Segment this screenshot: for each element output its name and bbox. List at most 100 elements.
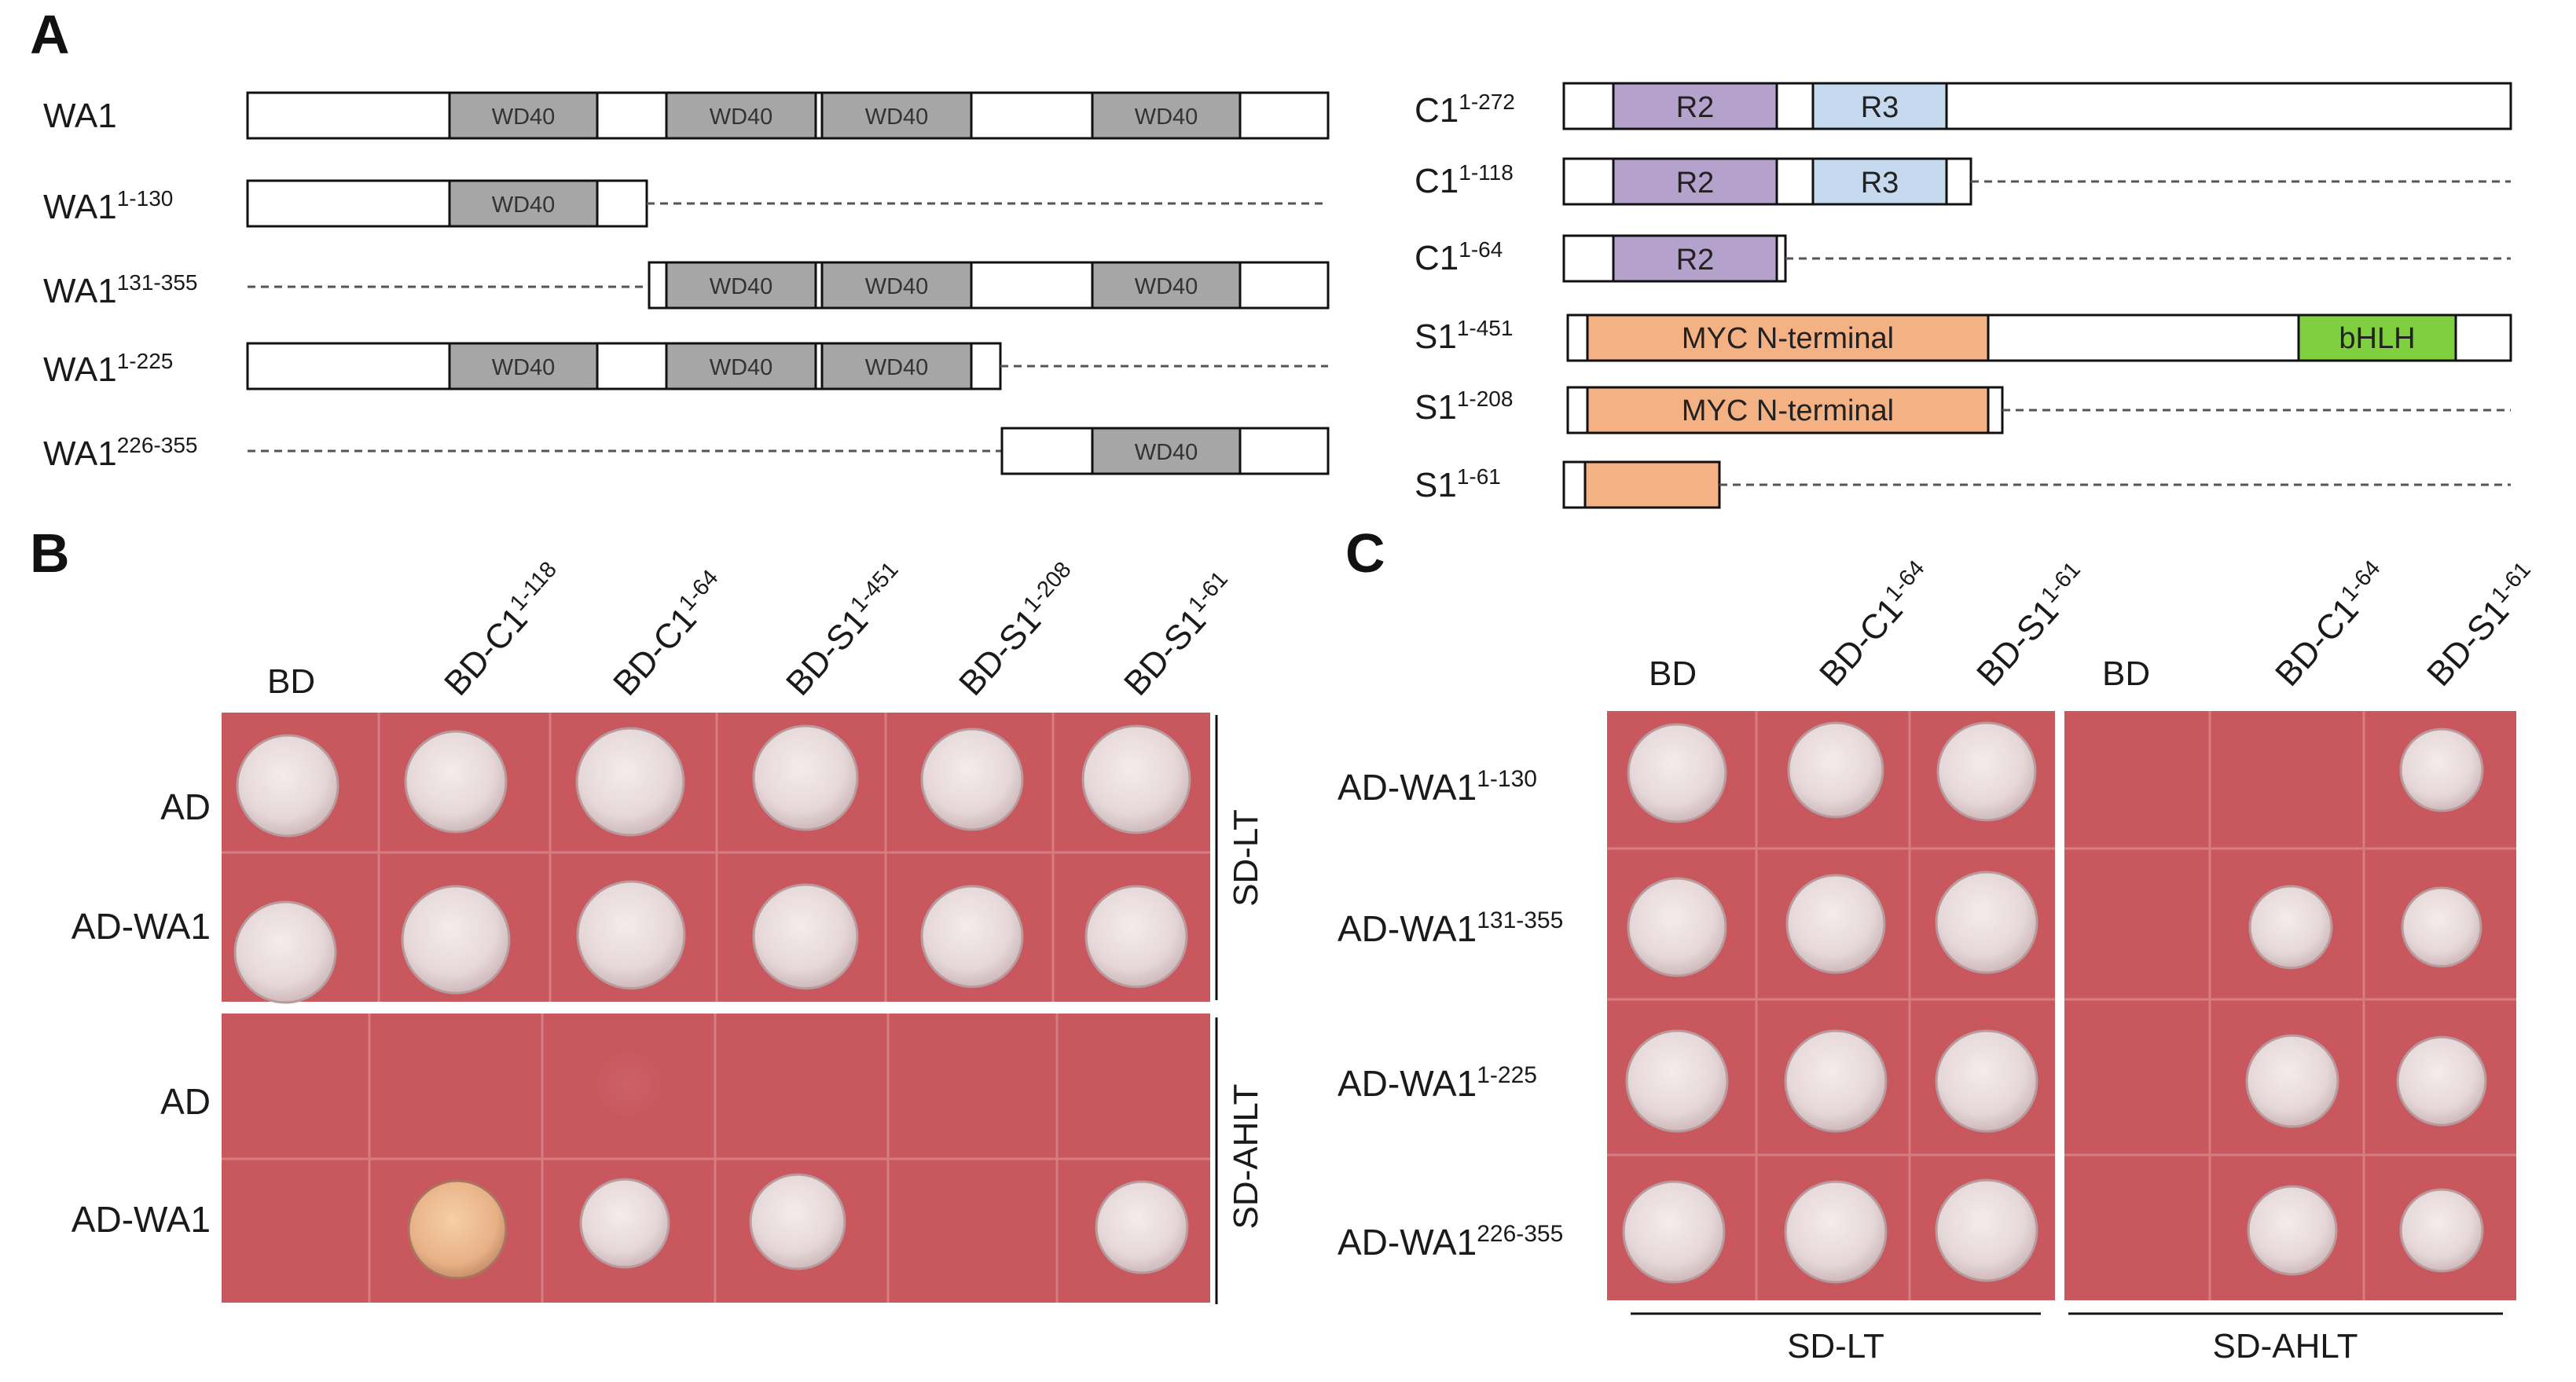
panel-b-column-bd: BD [267,662,315,701]
construct-label-wa1: WA1 [43,97,117,135]
domain-r2 [1612,234,1778,283]
svg-text:WD40: WD40 [1135,104,1198,130]
construct-label-s1-1-61: S11-61 [1415,464,1501,504]
panel-b-row-ad: AD [160,1081,211,1122]
domain-r2 [1612,157,1778,206]
domain-wd40 [820,91,973,140]
panel-b-plate-sd-ahlt [222,1014,1210,1303]
panel-c-row-ad-wa1-131-355: AD-WA1131-355 [1338,907,1563,949]
colony-spot [2399,1188,2484,1273]
colony-spot [1936,721,2037,822]
panel-c-colonies-sd-lt [1622,721,2038,1284]
panel-c-media-sd-lt: SD-LT [1787,1327,1884,1366]
svg-text:MYC N-terminal: MYC N-terminal [1682,322,1894,355]
domain-r2 [1612,82,1778,130]
colony-spot [1935,1179,2038,1282]
svg-text:R3: R3 [1861,167,1899,200]
colony-spot [1784,1029,1888,1133]
svg-text:WD40: WD40 [1135,440,1198,465]
construct-bar-wa1-226-355: WD40 [248,427,1330,475]
panel-b-column-bd-s1-1-208: BD-S11-208 [951,557,1088,703]
panel-c-column-bd: BD [2102,654,2150,693]
construct-bar-wa1-131-355: WD40 WD40 WD40 [248,261,1330,310]
colony-spot [1784,1180,1888,1284]
construct-label-wa1-1-130: WA11-130 [43,186,173,226]
svg-text:WD40: WD40 [492,104,556,130]
colony-spot [752,724,859,831]
svg-text:MYC N-terminal: MYC N-terminal [1682,394,1894,427]
panel-b-colonies-sd-lt [233,724,1191,1004]
panel-c-row-ad-wa1-1-225: AD-WA11-225 [1338,1062,1537,1104]
colony-spot [1935,871,2038,974]
colony-spot [920,885,1024,988]
domain-r3 [1811,82,1948,130]
construct-bar-c1-1-118: R2 R3 [1562,157,2511,206]
colony-spot [576,880,686,990]
panel-b-media-bracket-sd-lt: SD-LT [1215,715,1265,1000]
panel-c-media-bracket-sd-ahlt: SD-AHLT [2068,1312,2503,1366]
domain-wd40 [1091,261,1242,310]
svg-text:R3: R3 [1861,91,1899,124]
colony-spot [575,727,685,837]
colony-spot [1081,724,1191,834]
panel-c-column-bd-s1-1-61: BD-S11-61 [1969,557,2097,694]
domain-wd40 [1091,91,1242,140]
colony-spot [1095,1180,1189,1274]
colony-spot [920,728,1024,831]
colony-spot [2396,1036,2487,1127]
colony-spot [579,1178,670,1269]
colony-spot [1625,1029,1729,1133]
colony-spot [1622,1180,1726,1284]
colony-spot [233,900,337,1004]
panel-b-column-bd-c1-1-118: BD-C11-118 [436,557,573,703]
colony-spot [2247,1185,2338,1276]
panel-b-row-ad-wa1: AD-WA1 [72,1199,211,1240]
domain-myc-n-terminal [1586,313,1990,362]
colony-spot [407,1179,508,1280]
domain-myc-n-terminal [1583,460,1721,509]
colony-spot [2245,1034,2339,1128]
colony-spot [404,730,508,834]
panel-b-column-bd-s1-1-451: BD-S11-451 [778,557,915,703]
domain-wd40 [1091,427,1242,475]
panel-b-media-sd-lt: SD-LT [1227,809,1265,907]
panel-b-column-bd-s1-1-61: BD-S11-61 [1116,566,1244,703]
construct-label-wa1-1-225: WA11-225 [43,349,173,389]
svg-text:WD40: WD40 [1135,274,1198,299]
colony-spot [2399,728,2484,812]
construct-label-wa1-226-355: WA1226-355 [43,433,197,473]
svg-text:WD40: WD40 [865,274,929,299]
colony-spot [1935,1029,2038,1133]
colony-spot [1627,877,1727,977]
panel-c-row-ad-wa1-226-355: AD-WA1226-355 [1338,1221,1563,1263]
panel-b-row-ad: AD [160,786,211,827]
domain-wd40 [448,91,599,140]
construct-bar-s1-1-451: MYC N-terminal bHLH [1566,313,2512,362]
domain-wd40 [665,261,817,310]
construct-bar-c1-1-64: R2 [1562,234,2511,283]
panel-label-c: C [1345,522,1385,584]
domain-wd40 [665,342,817,390]
colony-spot [2401,886,2482,968]
svg-text:WD40: WD40 [865,355,929,380]
svg-text:WD40: WD40 [710,104,773,130]
panel-b-colonies-sd-ahlt [407,1053,1189,1280]
construct-label-c1-1-272: C11-272 [1415,90,1515,130]
domain-wd40 [665,91,817,140]
svg-text:WD40: WD40 [865,104,929,130]
colony-spot [749,1173,846,1270]
construct-bar-s1-1-208: MYC N-terminal [1566,386,2511,434]
panel-c-row-ad-wa1-1-130: AD-WA11-130 [1338,766,1537,808]
colony-spot [2248,885,2333,970]
domain-myc-n-terminal [1586,386,1990,434]
domain-r3 [1811,157,1948,206]
panel-c-colonies-sd-ahlt [2245,728,2487,1276]
construct-label-wa1-131-355: WA1131-355 [43,270,197,310]
svg-text:WD40: WD40 [492,355,556,380]
domain-wd40 [820,261,973,310]
svg-text:R2: R2 [1676,244,1715,277]
construct-label-c1-1-64: C11-64 [1415,237,1503,277]
construct-bar-c1-1-272: R2 R3 [1562,82,2512,130]
panel-b-row-ad-wa1: AD-WA1 [72,906,211,947]
